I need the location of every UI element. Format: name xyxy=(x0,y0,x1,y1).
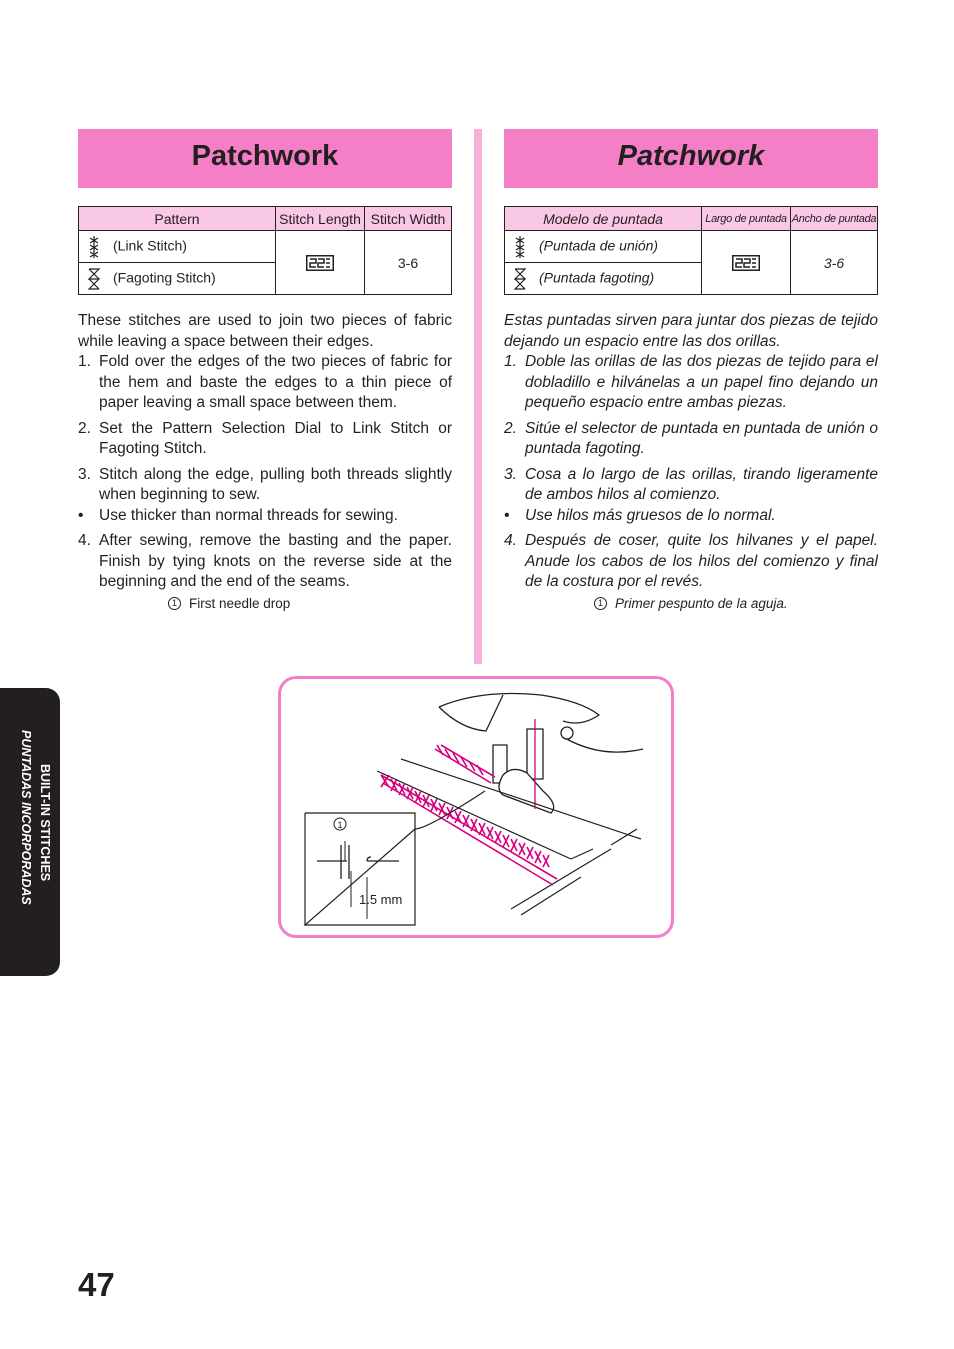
table-header-row: Modelo de puntada Largo de puntada Ancho… xyxy=(504,206,878,231)
stitch-settings-table-spanish: Modelo de puntada Largo de puntada Ancho… xyxy=(504,206,878,295)
list-item: •Use thicker than normal threads for sew… xyxy=(78,506,398,524)
pattern-cell: (Fagoting Stitch) xyxy=(78,262,276,295)
instructions-spanish: Estas puntadas sirven para juntar dos pi… xyxy=(504,311,878,614)
list-item: 2.Set the Pattern Selection Dial to Link… xyxy=(78,419,452,458)
list-item: 2.Sitúe el selector de puntada en puntad… xyxy=(504,419,878,458)
intro-paragraph: These stitches are used to join two piec… xyxy=(78,312,452,350)
table-row: (Puntada de unión) 3-6 xyxy=(504,230,878,295)
list-item: 4.After sewing, remove the basting and t… xyxy=(78,532,452,590)
stitch-length-symbol-icon xyxy=(732,255,760,271)
column-divider xyxy=(474,129,482,664)
stitch-length-symbol-icon xyxy=(306,255,334,271)
list-item: 4.Después de coser, quite los hilvanes y… xyxy=(504,532,878,590)
intro-paragraph: Estas puntadas sirven para juntar dos pi… xyxy=(504,312,878,350)
spanish-column: Patchwork Modelo de puntada Largo de pun… xyxy=(504,129,878,611)
inset-marker: 1 xyxy=(337,820,342,830)
header-pattern: Pattern xyxy=(78,206,276,231)
pattern-name: (Link Stitch) xyxy=(113,237,187,254)
header-pattern: Modelo de puntada xyxy=(504,206,702,231)
pattern-name: (Fagoting Stitch) xyxy=(113,269,216,286)
page-title-english: Patchwork xyxy=(191,140,339,172)
english-column: Patchwork Pattern Stitch Length Stitch W… xyxy=(78,129,452,611)
stitch-length-cell xyxy=(275,230,365,295)
pattern-name: (Puntada de unión) xyxy=(539,237,659,254)
side-tab-spanish: PUNTADAS INCORPORADAS xyxy=(19,730,33,905)
list-item: •Use hilos más gruesos de lo normal. xyxy=(504,506,776,524)
header-stitch-width: Stitch Width xyxy=(364,206,452,231)
page-title-spanish: Patchwork xyxy=(617,140,765,172)
steps-list: 1.Fold over the edges of the two pieces … xyxy=(78,352,452,593)
patchwork-illustration: 1 1.5 mm xyxy=(278,676,674,938)
spanish-title-bar: Patchwork xyxy=(504,129,878,188)
table-header-row: Pattern Stitch Length Stitch Width xyxy=(78,206,452,231)
table-row: (Link Stitch) 3-6 xyxy=(78,230,452,295)
stitch-length-cell xyxy=(701,230,791,295)
pattern-name: (Puntada fagoting) xyxy=(539,269,655,286)
stitch-width-cell: 3-6 xyxy=(364,230,452,295)
header-stitch-length: Stitch Length xyxy=(275,206,365,231)
sewing-machine-drawing: 1 1.5 mm xyxy=(303,692,644,926)
english-title-bar: Patchwork xyxy=(78,129,452,188)
pattern-cell: (Puntada fagoting) xyxy=(504,262,702,295)
fagoting-stitch-icon xyxy=(513,267,527,291)
pattern-cell: (Puntada de unión) xyxy=(504,230,702,263)
steps-list: 1.Doble las orillas de las dos piezas de… xyxy=(504,352,878,593)
list-item: 3.Cosa a lo largo de las orillas, tirand… xyxy=(504,465,878,504)
header-stitch-length: Largo de puntada xyxy=(701,206,791,231)
pattern-cell: (Link Stitch) xyxy=(78,230,276,263)
list-item: 1.Doble las orillas de las dos piezas de… xyxy=(504,353,878,411)
table-row: (Puntada fagoting) xyxy=(504,262,878,295)
list-item: 3.Stitch along the edge, pulling both th… xyxy=(78,465,452,504)
measurement-label: 1.5 mm xyxy=(359,892,402,907)
stitch-settings-table-english: Pattern Stitch Length Stitch Width (Link… xyxy=(78,206,452,295)
fagoting-stitch-icon xyxy=(87,267,101,291)
page-number: 47 xyxy=(78,1266,115,1303)
stitch-width-cell: 3-6 xyxy=(790,230,878,295)
section-side-tab: BUILT-IN STITCHES PUNTADAS INCORPORADAS xyxy=(0,688,60,976)
link-stitch-icon xyxy=(87,235,101,259)
list-item: 1.Fold over the edges of the two pieces … xyxy=(78,353,452,411)
table-row: (Fagoting Stitch) xyxy=(78,262,452,295)
side-tab-english: BUILT-IN STITCHES xyxy=(38,764,52,882)
link-stitch-icon xyxy=(513,235,527,259)
callout-marker: 1 xyxy=(594,597,607,611)
instructions-english: These stitches are used to join two piec… xyxy=(78,311,452,614)
callout-marker: 1 xyxy=(168,597,181,611)
header-stitch-width: Ancho de puntada xyxy=(790,206,878,231)
